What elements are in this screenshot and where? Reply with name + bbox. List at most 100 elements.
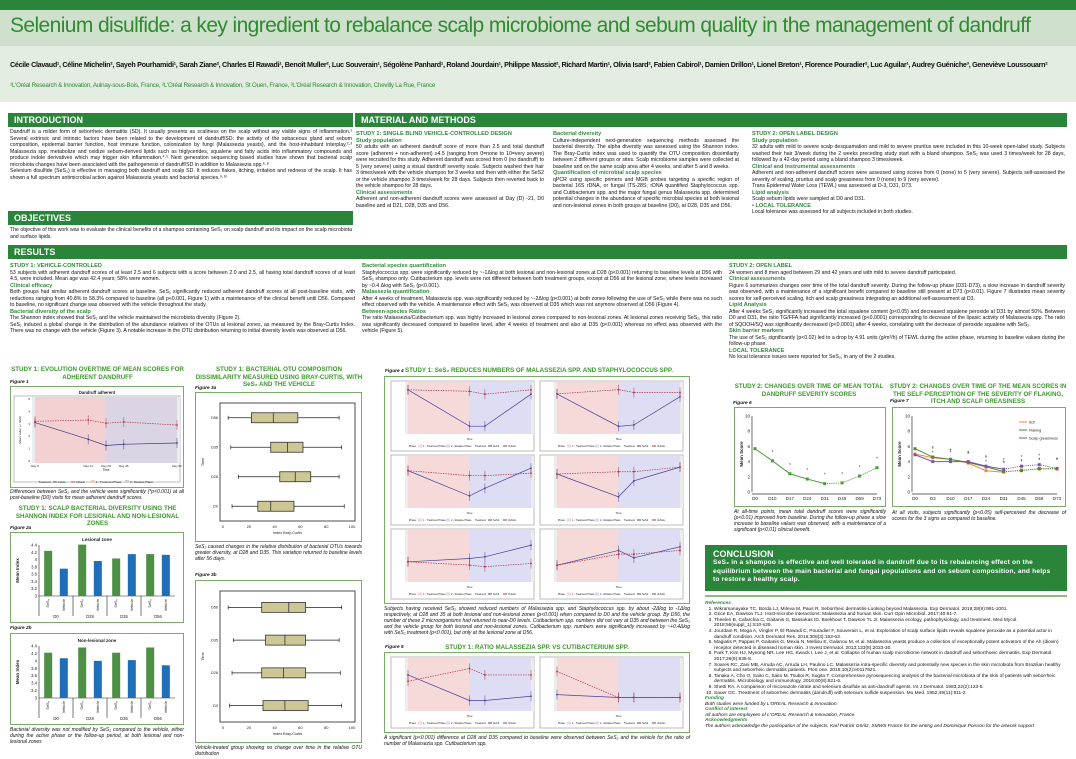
subheading: Clinical assessments [356,189,413,196]
bar-label: SeS₂ [114,598,118,607]
legend-title: Treatment [624,722,636,725]
conclusion-heading: CONCLUSION [713,549,774,559]
legend-label: SeS2 [642,722,649,725]
y-tick-label: 4 [747,459,750,464]
bar [161,665,170,698]
authors-band [0,46,1076,102]
significance-mark: * [1056,457,1058,463]
series-line [407,470,532,477]
y-tick-label: 3.2 [31,586,37,591]
data-point [679,696,681,699]
data-point [530,695,532,698]
series-line [556,466,681,475]
bar-label: Vehicle [164,701,168,713]
group-label: D56 [154,716,162,721]
y-tick-label: 3.8 [31,564,37,569]
series-line [556,389,680,395]
data-point [530,388,532,391]
box [261,601,306,613]
legend-swatch [595,592,599,596]
legend-label: SeS2 [642,445,649,448]
objectives-text: The objective of this work was to evalua… [10,227,352,243]
data-point [122,443,125,446]
data-point [984,464,988,468]
acknowledgments-heading: Acknowledgments [705,718,748,724]
subheading: Bacterial diversity [553,131,602,137]
group-label: D35 [120,716,128,721]
reference-item: Sauer GC. Treatment of seborrheic dermat… [714,691,1067,697]
subheading: Clinical assessments [729,276,786,282]
significance-mark: * [1056,458,1058,464]
reference-item: Soares RC, Zani MB, Arruda AC, Arruda LH… [714,663,1067,674]
x-tick-label: 60 [298,725,303,730]
y-tick-label: D35 [211,638,218,642]
data-point [483,699,486,702]
y-tick-label: 10 [905,414,911,419]
x-tick-label: D17 [964,496,973,501]
bar-label: SeS₂ [46,598,50,607]
conflict-heading: Conflict of interest [705,707,748,713]
y-tick-label: 3.4 [31,681,37,686]
significance-mark: * [985,460,987,466]
phase-band [408,658,470,711]
paragraph: Staphylococcus spp. were significantly r… [362,269,722,289]
data-point [176,442,178,444]
y-tick-label: 2 [28,434,30,438]
data-point [87,419,90,421]
legend-label: 1 - Treatment Phase [572,519,595,522]
series-line-followup [1003,464,1058,470]
legend-title: Treatment [475,519,487,522]
series-line [407,668,531,682]
phase-band [618,456,680,508]
figure-3a-caption: SeS₂ caused changes in the relative dist… [195,544,362,562]
x-tick-label: D0 [752,496,758,501]
data-point [1020,464,1023,468]
data-point [617,470,620,473]
group-label: D35 [120,614,128,619]
data-point [679,549,681,552]
figure-7-label: Figure 7 [890,399,909,404]
data-point [1020,469,1023,473]
legend-swatch [446,592,450,596]
subheading: Malassezia quantification [362,289,430,295]
legend-title: Phase [558,593,566,596]
data-point [679,466,681,469]
phase-band [35,397,106,463]
x-tick-label: 80 [324,725,329,730]
series-line [556,671,680,698]
x-axis-label: Time [466,585,473,589]
x-tick-label: Day 21 [83,464,93,468]
bar-label: SeS₂ [148,700,152,709]
y-tick-label: D28 [211,475,218,479]
legend-label: 2 - Relapse Phase [451,445,472,448]
bar [44,550,53,596]
legend-label: Itch [1029,421,1035,425]
data-point [468,667,471,670]
x-tick-label: 0 [222,725,225,730]
figure-1-caption: Differences between SeS₂ and the vehicle… [10,489,184,501]
legend-label: 1 - Treatment Phase [572,593,595,596]
y-tick-label: 4 [907,459,910,464]
x-axis-label: Time [615,714,622,718]
x-axis-label: Time [466,714,473,718]
data-point [632,696,635,699]
significance-mark: * [806,468,808,474]
data-point [407,469,409,472]
x-tick-label: D10 [768,496,777,501]
x-tick-label: D73 [1053,496,1062,501]
significance-mark: * [985,455,987,461]
conclusion-box: CONCLUSION SeS₂ in a shampoo is effectiv… [705,545,1067,591]
data-point [483,487,486,490]
paragraph: Selenium disulfide (SeS₂) is effective i… [10,168,352,181]
x-tick-label: 0 [222,524,225,529]
reference-item: Jourdain R, Moga A, Vingler P, El Rawadi… [714,629,1067,640]
legend-label: 2 - Relapse Phase [451,722,472,725]
